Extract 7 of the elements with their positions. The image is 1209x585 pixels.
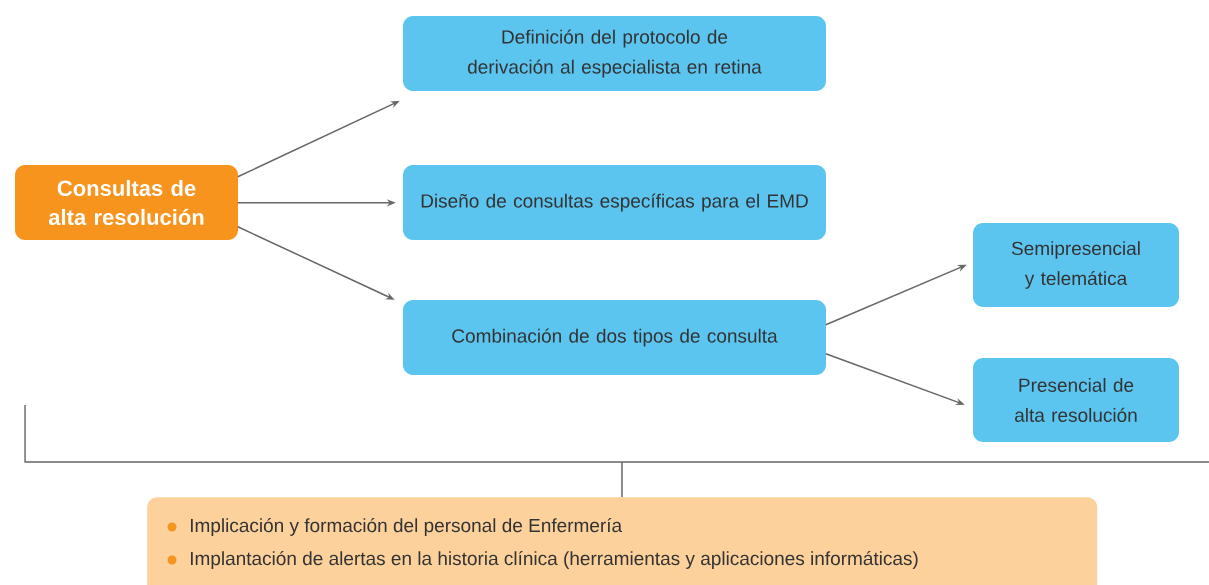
process-box: Combinación de dos tipos de consulta — [403, 300, 826, 375]
main-topic-box: Consultas de alta resolución — [15, 165, 238, 240]
process-box: Diseño de consultas específicas para el EMD — [403, 165, 826, 240]
process-box: Definición del protocolo de derivación al especialista en retina — [403, 16, 826, 91]
process-box: Presencial de alta resolución — [973, 358, 1179, 442]
process-box: Semipresencial y telemática — [973, 223, 1179, 307]
note-box: Implicación y formación del personal de Enfermería Implantación de alertas en la historia clínica (herramientas y aplicaciones informáticas) — [147, 497, 1098, 585]
